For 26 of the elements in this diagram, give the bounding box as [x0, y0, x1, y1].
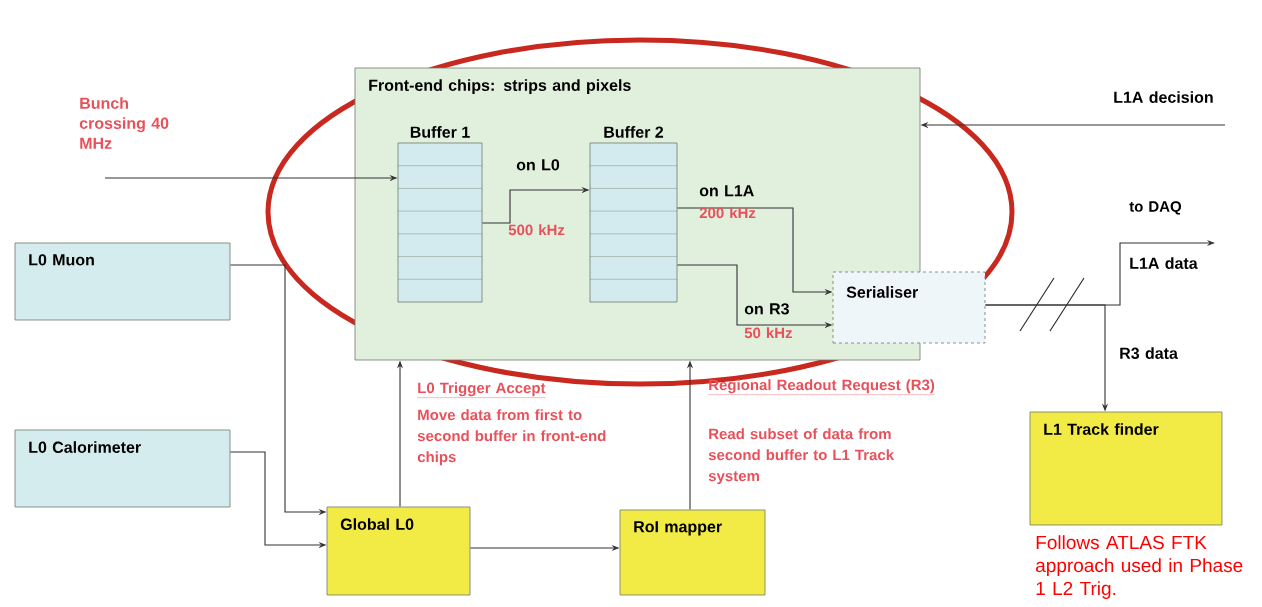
process-box: L0 Muon [14, 242, 231, 321]
edge-label: L1A decision [1114, 91, 1213, 103]
buffer-drawing: Buffer 2 [589, 126, 678, 303]
edge-label: Bunch crossing 40 MHz [79, 97, 169, 149]
node-label: Buffer 2 [604, 126, 664, 138]
annotation-text: Move data from first to second buffer in front-end chips [417, 409, 606, 466]
edge-label: R3 data [1120, 347, 1178, 359]
process-box: RoI mapper [619, 509, 766, 596]
rate-label: 200 kHz [699, 207, 756, 219]
serialiser-box: Serialiser [832, 271, 986, 344]
node-label: Buffer 1 [410, 126, 470, 138]
buffer-drawing: Buffer 1 [397, 126, 483, 303]
rate-label: 50 kHz [744, 327, 792, 339]
annotation-text: Read subset of data from second buffer to L1 Track system [708, 428, 895, 485]
process-box: L0 Calorimeter [14, 429, 231, 508]
process-box: Global L0 [326, 506, 471, 596]
process-box: L1 Track finder [1029, 411, 1223, 526]
note-text: Follows ATLAS FTK approach used in Phase 1 L2 Trig. [1036, 535, 1243, 599]
edge-label: on R3 [744, 303, 789, 315]
edge-label: L1A data [1130, 257, 1198, 269]
output-label: to DAQ [1129, 201, 1182, 215]
rate-label: 500 kHz [508, 224, 565, 236]
edge-label: on L0 [516, 159, 560, 171]
annotation-heading: L0 Trigger Accept [417, 382, 546, 398]
annotation-heading: Regional Readout Request (R3) [708, 379, 936, 395]
edge-label: on L1A [699, 185, 754, 197]
